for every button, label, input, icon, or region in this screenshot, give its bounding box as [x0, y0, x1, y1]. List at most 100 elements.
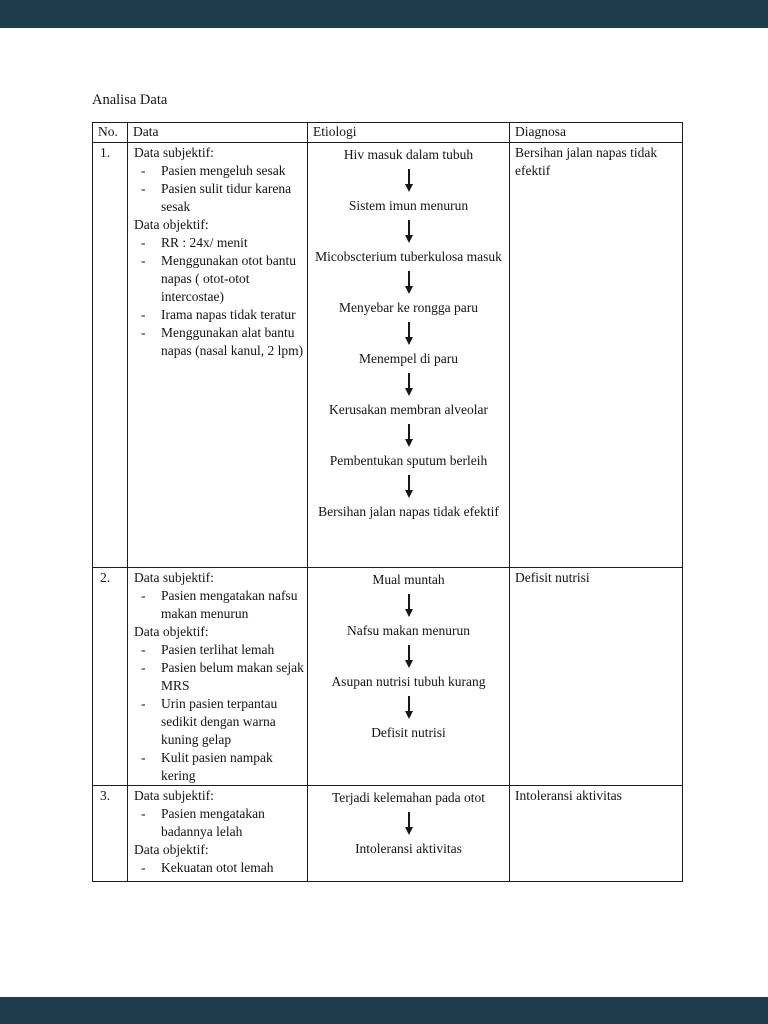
etiology-step: Pembentukan sputum berleih [329, 453, 488, 468]
viewer-top-bar [0, 0, 768, 28]
bullet-text: Menggunakan alat bantu napas (nasal kanu… [161, 325, 304, 358]
arrow-head [404, 286, 413, 294]
arrow-head [404, 388, 413, 396]
down-arrow-icon [404, 696, 413, 719]
column-header-data: Data [127, 122, 308, 143]
arrow-head [404, 439, 413, 447]
etiology-step: Terjadi kelemahan pada otot [331, 790, 486, 805]
data-bullet-item: -Pasien belum makan sejak MRS [128, 659, 305, 695]
bullet-text: Menggunakan otot bantu napas ( otot-otot… [161, 253, 296, 304]
bullet-dash: - [141, 588, 146, 603]
diagnosis-cell: Intoleransi aktivitas [509, 785, 683, 882]
bullet-dash: - [141, 181, 146, 196]
arrow-head [404, 490, 413, 498]
arrow-head [404, 827, 413, 835]
bullet-dash: - [141, 642, 146, 657]
diagnosis-cell: Bersihan jalan napas tidak efektif [509, 142, 683, 568]
data-bullet-item: -Kekuatan otot lemah [128, 859, 305, 877]
viewer-bottom-bar [0, 997, 768, 1024]
row-number-cell: 3. [92, 785, 128, 882]
table-row: 2.Data subjektif:-Pasien mengatakan nafs… [92, 567, 683, 786]
down-arrow-icon [404, 169, 413, 192]
diagnosis-cell: Defisit nutrisi [509, 567, 683, 786]
bullet-text: Pasien mengatakan nafsu makan menurun [161, 588, 298, 621]
arrow-head [404, 184, 413, 192]
data-bullet-item: -Pasien mengatakan badannya lelah [128, 805, 305, 841]
etiology-step: Menyebar ke rongga paru [338, 300, 479, 315]
table-row: 1.Data subjektif:-Pasien mengeluh sesak-… [92, 142, 683, 568]
etiology-step: Defisit nutrisi [371, 725, 446, 740]
arrow-stem [407, 812, 410, 828]
data-heading-line: Data subjektif: [134, 788, 214, 803]
arrow-head [404, 235, 413, 243]
etiology-step: Bersihan jalan napas tidak efektif [318, 504, 499, 519]
column-header-etiologi: Etiologi [307, 122, 510, 143]
bullet-text: RR : 24x/ menit [161, 235, 248, 250]
down-arrow-icon [404, 220, 413, 243]
arrow-head [404, 337, 413, 345]
bullet-text: Pasien belum makan sejak MRS [161, 660, 304, 693]
row-number-cell: 1. [92, 142, 128, 568]
data-heading-line: Data objektif: [134, 624, 209, 639]
etiology-step: Intoleransi aktivitas [355, 841, 462, 856]
etiology-step: Asupan nutrisi tubuh kurang [331, 674, 486, 689]
data-heading-line: Data subjektif: [134, 570, 214, 585]
arrow-head [404, 660, 413, 668]
data-bullet-item: -Pasien sulit tidur karena sesak [128, 180, 305, 216]
bullet-dash: - [141, 163, 146, 178]
down-arrow-icon [404, 322, 413, 345]
etiology-step: Micobscterium tuberkulosa masuk [315, 249, 502, 264]
bullet-dash: - [141, 806, 146, 821]
bullet-dash: - [141, 860, 146, 875]
etiology-step: Sistem imun menurun [348, 198, 469, 213]
bullet-text: Urin pasien terpantau sedikit dengan war… [161, 696, 278, 747]
bullet-text: Pasien sulit tidur karena sesak [161, 181, 292, 214]
bullet-dash: - [141, 235, 146, 250]
bullet-dash: - [141, 696, 146, 711]
arrow-stem [407, 696, 410, 712]
etiology-step: Hiv masuk dalam tubuh [343, 147, 474, 162]
page-title: Analisa Data [92, 92, 168, 108]
data-cell: Data subjektif:-Pasien mengatakan nafsu … [127, 567, 308, 786]
data-bullet-item: -Menggunakan alat bantu napas (nasal kan… [128, 324, 305, 360]
row-number-cell: 2. [92, 567, 128, 786]
etiology-step: Menempel di paru [359, 351, 458, 366]
bullet-text: Pasien mengeluh sesak [161, 163, 286, 178]
data-bullet-item: -Urin pasien terpantau sedikit dengan wa… [128, 695, 305, 749]
column-header-diagnosa: Diagnosa [509, 122, 683, 143]
data-heading-line: Data objektif: [134, 217, 209, 232]
data-bullet-item: -Irama napas tidak teratur [128, 306, 305, 324]
data-cell: Data subjektif:-Pasien mengatakan badann… [127, 785, 308, 882]
bullet-dash: - [141, 660, 146, 675]
arrow-stem [407, 322, 410, 338]
bullet-dash: - [141, 325, 146, 340]
arrow-stem [407, 594, 410, 610]
data-bullet-item: -Menggunakan otot bantu napas ( otot-oto… [128, 252, 305, 306]
arrow-stem [407, 645, 410, 661]
arrow-head [404, 711, 413, 719]
bullet-text: Pasien terlihat lemah [161, 642, 275, 657]
bullet-text: Irama napas tidak teratur [161, 307, 296, 322]
bullet-text: Pasien mengatakan badannya lelah [161, 806, 265, 839]
bullet-text: Kekuatan otot lemah [161, 860, 274, 875]
data-bullet-item: -Pasien terlihat lemah [128, 641, 305, 659]
down-arrow-icon [404, 271, 413, 294]
data-heading-line: Data objektif: [134, 842, 209, 857]
down-arrow-icon [404, 645, 413, 668]
bullet-dash: - [141, 253, 146, 268]
data-cell: Data subjektif:-Pasien mengeluh sesak-Pa… [127, 142, 308, 568]
bullet-dash: - [141, 750, 146, 765]
arrow-head [404, 609, 413, 617]
down-arrow-icon [404, 812, 413, 835]
data-bullet-item: -Pasien mengeluh sesak [128, 162, 305, 180]
bullet-dash: - [141, 307, 146, 322]
etiology-step: Nafsu makan menurun [347, 623, 470, 638]
bullet-text: Kulit pasien nampak kering [161, 750, 273, 783]
